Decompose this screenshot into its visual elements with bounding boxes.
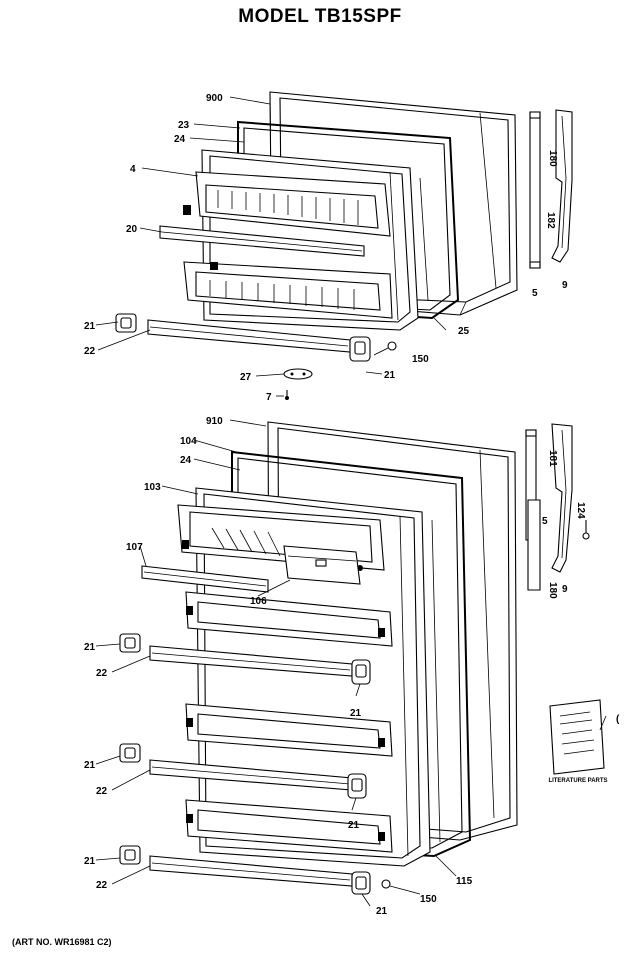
top-door-upper-shelf — [183, 171, 391, 237]
top-shelf-end-cap-right — [349, 336, 371, 362]
callout-181: 181 — [547, 450, 558, 467]
dairy-door-106 — [283, 545, 361, 585]
callout-literature: ( — [616, 714, 620, 725]
callout-150-bottom: 150 — [420, 894, 437, 905]
diagram-title: MODEL TB15SPF — [238, 6, 402, 27]
top-door-screw-7 — [285, 390, 289, 400]
callout-21-d: 21 — [348, 820, 360, 831]
bottom-door-shelf-3 — [185, 799, 393, 853]
callout-21-top-left: 21 — [84, 321, 96, 332]
end-cap-right-c — [351, 871, 371, 895]
end-cap-left-a — [119, 633, 141, 653]
callout-21-top-right: 21 — [384, 370, 396, 381]
bottom-hinge-bracket-5 — [525, 429, 541, 591]
callout-24-top: 24 — [174, 134, 186, 145]
callout-24-bottom: 24 — [180, 455, 192, 466]
callout-104: 104 — [180, 436, 197, 447]
callout-900: 900 — [206, 93, 223, 104]
callout-22-c: 22 — [96, 880, 108, 891]
callout-22-top: 22 — [84, 346, 96, 357]
callout-21-e: 21 — [84, 856, 96, 867]
callout-103: 103 — [144, 482, 161, 493]
end-cap-left-c — [119, 845, 141, 865]
callout-27: 27 — [240, 372, 252, 383]
callout-910: 910 — [206, 416, 223, 427]
callout-22-a: 22 — [96, 668, 108, 679]
callout-21-b: 21 — [350, 708, 362, 719]
top-door-plug-150 — [387, 341, 397, 351]
end-cap-right-b — [347, 773, 367, 799]
hinge-pin-124 — [582, 520, 590, 540]
callout-23: 23 — [178, 120, 190, 131]
callout-21-f: 21 — [376, 906, 388, 917]
callout-25: 25 — [458, 326, 470, 337]
bottom-hinge-handle-9 — [551, 423, 573, 573]
callout-5-top: 5 — [532, 288, 538, 299]
callout-180-top: 180 — [547, 150, 558, 167]
literature-booklet — [549, 699, 605, 775]
top-shelf-end-cap-left — [115, 313, 137, 333]
callout-106: 106 — [250, 596, 267, 607]
bottom-door-shelf-1 — [185, 591, 393, 647]
callout-150-top: 150 — [412, 354, 429, 365]
callout-4: 4 — [130, 164, 136, 175]
top-door-stop-27 — [283, 368, 313, 380]
callout-115: 115 — [456, 876, 473, 887]
literature-parts-label: LITERATURE PARTS — [548, 778, 608, 784]
art-number: (ART NO. WR16981 C2) — [12, 937, 112, 947]
top-door-shelf-bar-20 — [159, 225, 365, 257]
callout-9-top: 9 — [562, 280, 568, 291]
callout-107: 107 — [126, 542, 143, 553]
end-cap-left-b — [119, 743, 141, 763]
top-hinge-handle-9 — [551, 109, 573, 263]
callout-21-a: 21 — [84, 642, 96, 653]
callout-9-bottom: 9 — [562, 584, 568, 595]
callout-21-c: 21 — [84, 760, 96, 771]
top-hinge-bracket-5 — [529, 111, 541, 269]
bottom-door-shelf-2 — [185, 703, 393, 757]
callout-20: 20 — [126, 224, 138, 235]
callout-180-bottom: 180 — [547, 582, 558, 599]
callout-182: 182 — [545, 212, 556, 229]
dairy-bar-107 — [141, 565, 269, 593]
callout-124: 124 — [575, 502, 586, 519]
callout-7: 7 — [266, 392, 272, 403]
end-cap-right-a — [351, 659, 371, 685]
leader-lines — [95, 96, 607, 907]
callout-22-b: 22 — [96, 786, 108, 797]
top-door-lower-shelf — [183, 261, 393, 319]
bottom-door-plug-150 — [381, 879, 391, 889]
callout-5-bottom: 5 — [542, 516, 548, 527]
